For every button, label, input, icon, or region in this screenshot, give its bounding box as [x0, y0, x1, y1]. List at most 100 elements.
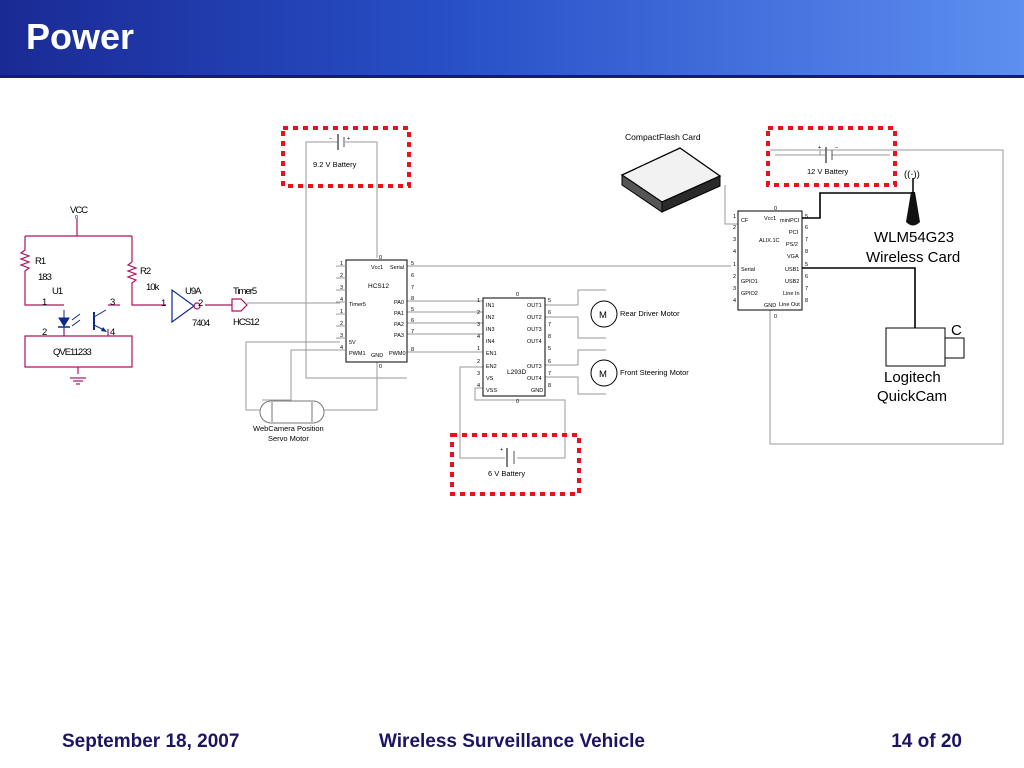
l293d-label: OUT1 — [527, 303, 542, 309]
l293d-label: OUT4 — [527, 376, 542, 382]
l293d-bottom-pin: 0 — [516, 399, 519, 405]
alix-pin: 2 — [733, 274, 736, 280]
alix-label-usb2: USB2 — [785, 279, 799, 285]
l293d-pin: 5 — [548, 346, 551, 352]
l293d-label: EN2 — [486, 364, 497, 370]
l293d-pin: 1 — [477, 298, 480, 304]
highlight-12v-battery — [766, 126, 897, 187]
rear-driver-motor-label: Rear Driver Motor — [620, 309, 680, 318]
rear-driver-motor: M Rear Driver Motor — [590, 300, 680, 328]
hcs12-label-serial: Serial — [390, 265, 404, 271]
alix-pin: 3 — [733, 286, 736, 292]
footer-date: September 18, 2007 — [62, 731, 240, 752]
alix-label-cf: CF — [741, 218, 749, 224]
u1-label: U1 — [52, 286, 63, 297]
alix-label-minipci: miniPCI — [780, 218, 800, 224]
l293d-name: L293D — [507, 369, 526, 376]
l293d-pin: 2 — [477, 310, 480, 316]
battery-9v2-label: 9.2 V Battery — [313, 160, 357, 169]
l293d-pin: 7 — [548, 322, 551, 328]
alix-label-vcc1: Vcc1 — [764, 216, 776, 222]
inverter-7404-icon — [171, 288, 201, 324]
hcs12-pin: 4 — [340, 345, 343, 351]
u1-pin-3: 3 — [110, 297, 115, 308]
inverter-pin-2: 2 — [198, 298, 203, 309]
hcs12-label-5v: 5V — [349, 340, 356, 346]
inverter-label: U9A — [185, 286, 202, 297]
l293d-pin: 4 — [477, 334, 480, 340]
l293d-label: GND — [531, 388, 543, 394]
footer-page-number: 14 of 20 — [891, 731, 962, 752]
hcs12-top-pin: 0 — [379, 255, 382, 261]
alix-pin: 1 — [733, 262, 736, 268]
front-steering-motor-label: Front Steering Motor — [620, 368, 689, 377]
hcs12-pin: 3 — [340, 285, 343, 291]
r1-label: R1 — [35, 256, 46, 267]
l293d-motor-driver: L293D 0 0 IN1 IN2 IN3 IN4 EN1 EN2 VS VSS… — [477, 292, 551, 405]
alix-pin: 8 — [805, 249, 808, 255]
camera-letter: C — [951, 322, 962, 339]
hcs12-pin: 2 — [340, 321, 343, 327]
camera-model: QuickCam — [877, 388, 947, 405]
alix-pin: 1 — [733, 214, 736, 220]
alix-label-line-in: Line In — [783, 291, 800, 297]
l293d-pin: 6 — [548, 359, 551, 365]
title-bar-rule — [0, 75, 1024, 78]
battery-plus: + — [818, 145, 821, 151]
hcs12-pin: 1 — [340, 309, 343, 315]
camera-brand: Logitech — [884, 369, 941, 386]
alix-pin: 5 — [805, 262, 808, 268]
l293d-pin: 4 — [477, 383, 480, 389]
hcs12-pin: 6 — [411, 273, 414, 279]
l293d-label: IN4 — [486, 339, 495, 345]
l293d-pin: 2 — [477, 359, 480, 365]
hcs12-pin: 2 — [340, 273, 343, 279]
slide-title: Power — [26, 16, 135, 57]
hcs12-label-pa3: PA3 — [394, 333, 404, 339]
webcamera-servo-motor: WebCamera Position Servo Motor — [253, 400, 325, 443]
vcc-pin: 0 — [75, 215, 78, 221]
optosensor-part-number: QVE11233 — [53, 347, 91, 358]
battery-12v: + − 12 V Battery — [775, 145, 890, 176]
motor-symbol: M — [599, 369, 607, 380]
front-steering-motor: M Front Steering Motor — [590, 359, 689, 387]
wireless-card-antenna-icon: ((·)) — [904, 169, 920, 226]
logitech-quickcam-icon: C — [885, 322, 965, 367]
hcs12-pin: 4 — [340, 297, 343, 303]
alix-pin: 5 — [805, 214, 808, 220]
alix-label-gnd: GND — [764, 303, 776, 309]
alix-pin: 2 — [733, 225, 736, 231]
hcs12-pin: 6 — [411, 318, 414, 324]
highlight-9v2-battery — [281, 126, 411, 188]
l293d-pin: 3 — [477, 371, 480, 377]
alix-pin: 8 — [805, 298, 808, 304]
hcs12-port-label: HCS12 — [233, 317, 259, 328]
battery-plus: + — [347, 136, 350, 142]
servo-label-line-2: Servo Motor — [268, 434, 309, 443]
hcs12-label-pa1: PA1 — [394, 311, 404, 317]
hcs12-label-vcc1: Vcc1 — [371, 265, 383, 271]
hcs12-pin: 1 — [340, 261, 343, 267]
battery-plus: + — [500, 447, 503, 453]
alix-pin: 4 — [733, 298, 736, 304]
timer5-port-label: Timer5 — [233, 286, 257, 297]
l293d-label: IN2 — [486, 315, 495, 321]
l293d-pin: 8 — [548, 334, 551, 340]
alix-pin: 6 — [805, 274, 808, 280]
alix-pin: 3 — [733, 237, 736, 243]
l293d-label: IN3 — [486, 327, 495, 333]
hcs12-pin: 3 — [340, 333, 343, 339]
hcs12-bottom-pin: 0 — [379, 364, 382, 370]
usb-and-power-wiring — [802, 192, 916, 328]
l293d-top-pin: 0 — [516, 292, 519, 298]
battery-6v-label: 6 V Battery — [488, 469, 525, 478]
r2-label: R2 — [140, 266, 151, 277]
vcc-label: VCC — [70, 205, 88, 216]
battery-minus: − — [329, 136, 332, 142]
u1-pin-2: 2 — [42, 327, 47, 338]
alix-label-vga: VGA — [787, 254, 799, 260]
wiring — [245, 149, 1004, 459]
compactflash-card-label: CompactFlash Card — [625, 132, 701, 142]
alix-label-usb1: USB1 — [785, 267, 799, 273]
